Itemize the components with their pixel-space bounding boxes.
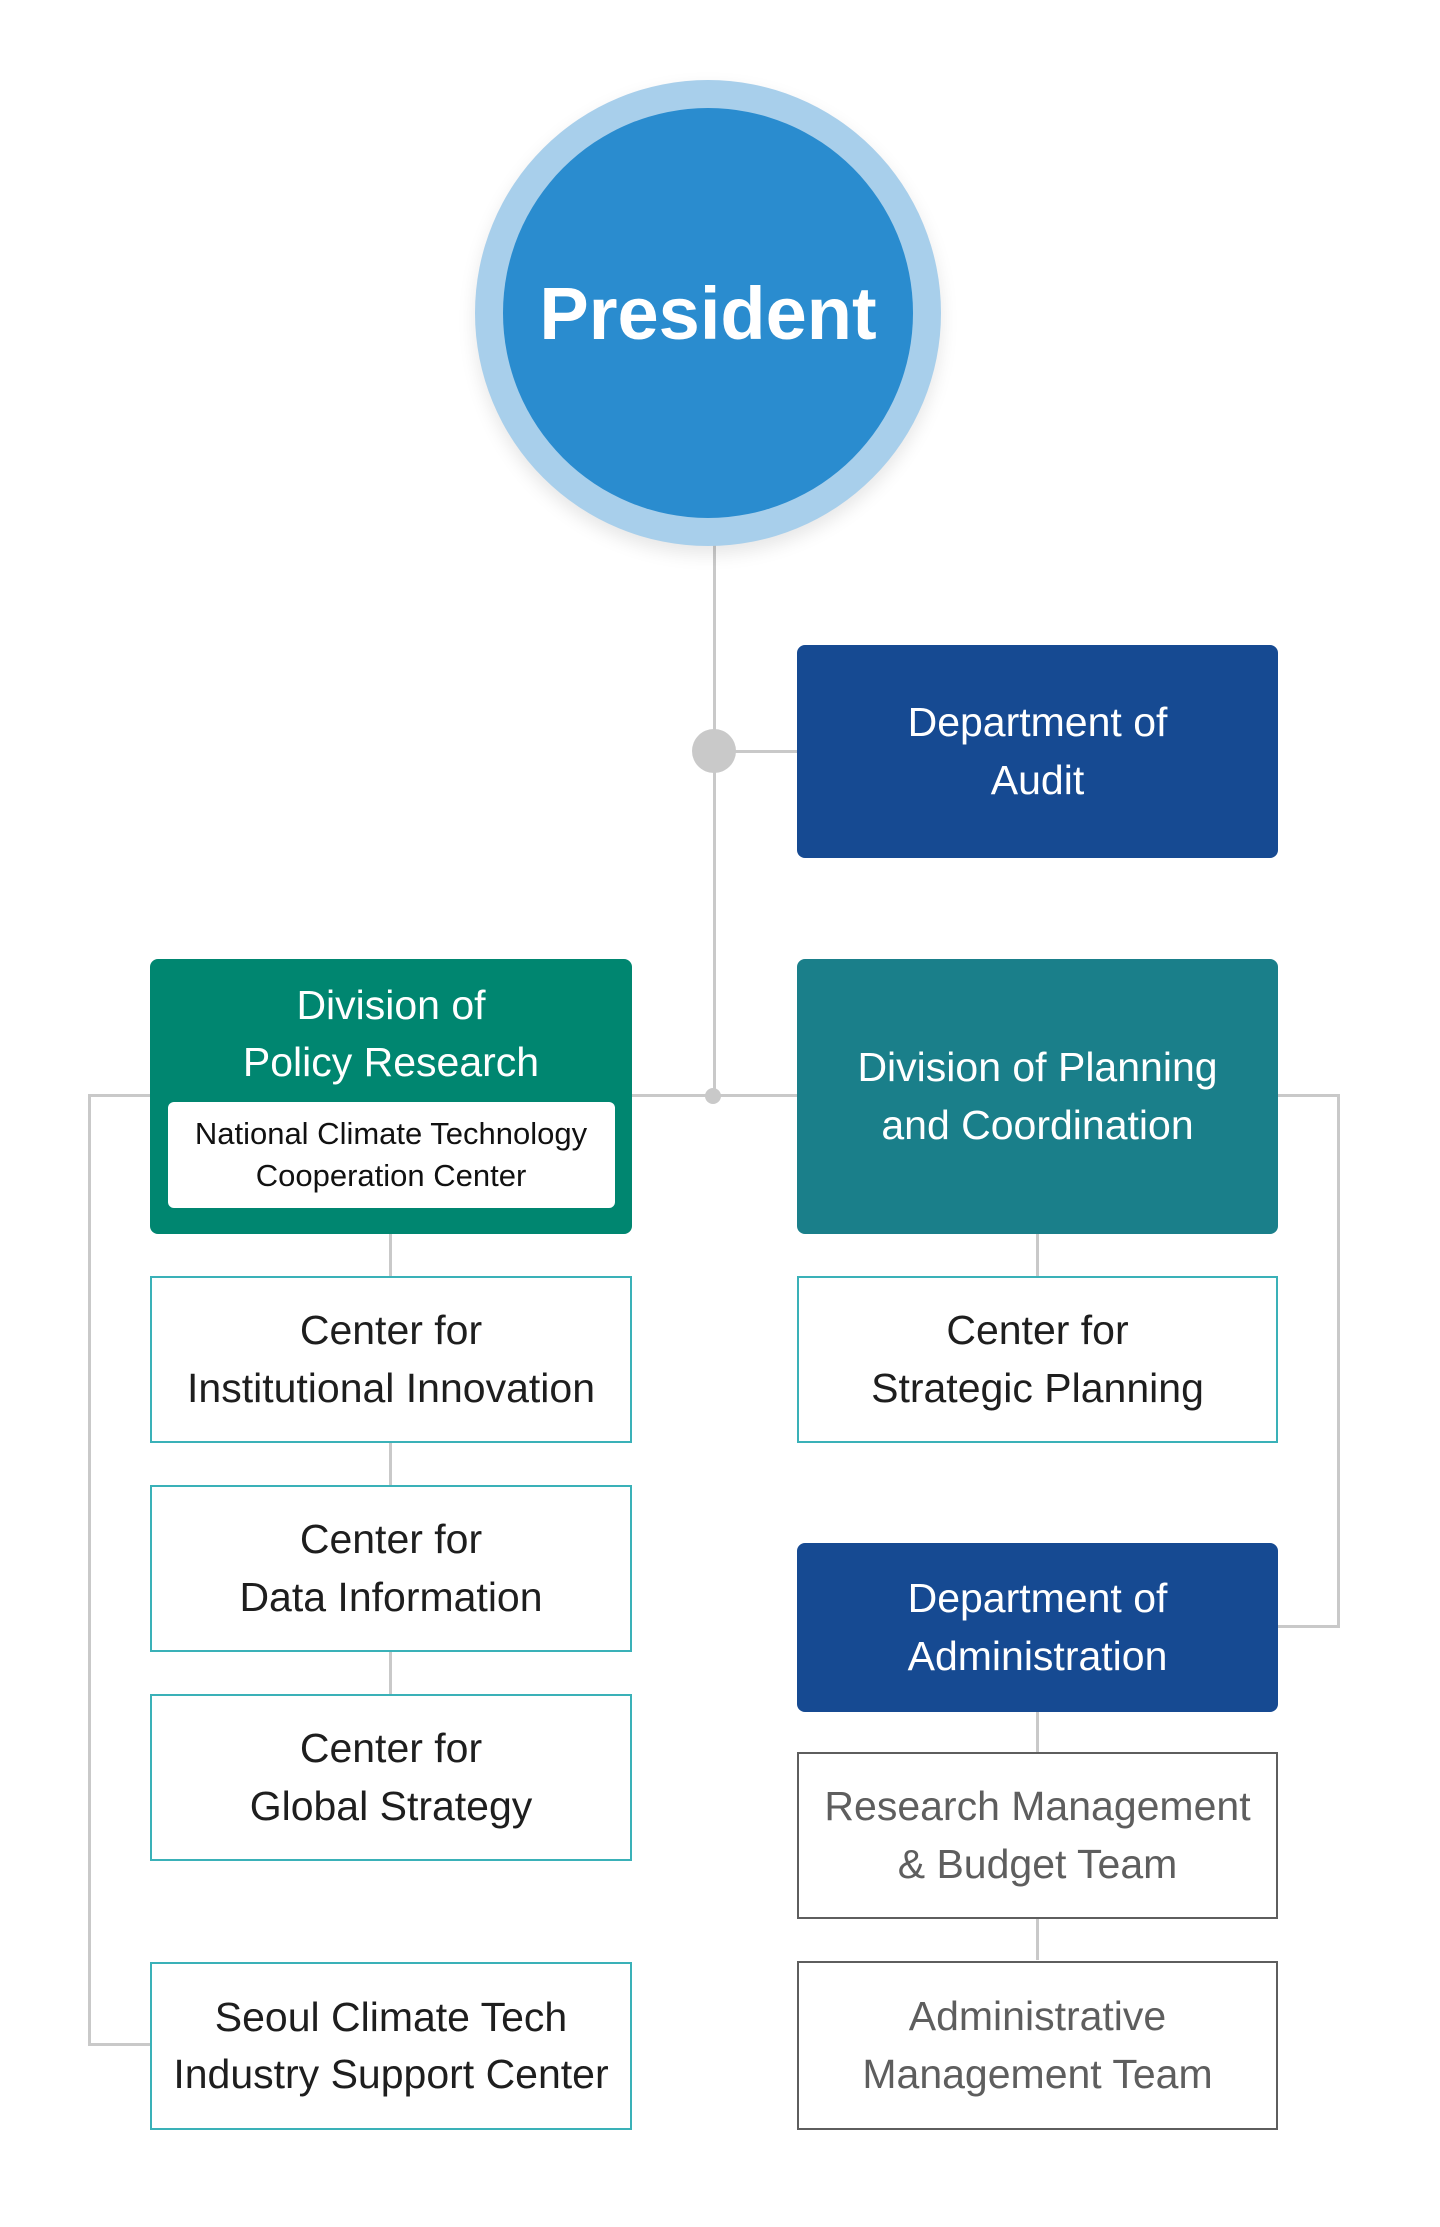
president-circle: President bbox=[503, 108, 913, 518]
president-trunk-line bbox=[713, 535, 716, 1098]
policy-research-line1: Division of bbox=[296, 982, 486, 1028]
seoul-line1: Seoul Climate Tech bbox=[214, 1993, 568, 2040]
research-to-admin-mgmt-line bbox=[1036, 1916, 1039, 1960]
admin-mgmt-line1: Administrative bbox=[908, 1993, 1167, 2040]
division-of-policy-research[interactable]: Division of Policy Research National Cli… bbox=[150, 959, 632, 1234]
center-for-strategic-planning[interactable]: Center for Strategic Planning bbox=[797, 1276, 1278, 1443]
center-for-global-strategy[interactable]: Center for Global Strategy bbox=[150, 1694, 632, 1861]
planning-to-strategic-line bbox=[1036, 1233, 1039, 1278]
department-of-audit[interactable]: Department of Audit bbox=[797, 645, 1278, 858]
strategic-planning-line2: Strategic Planning bbox=[871, 1364, 1204, 1411]
junction-dot-audit bbox=[692, 729, 736, 773]
institutional-line1: Center for bbox=[299, 1307, 483, 1354]
data-info-line1: Center for bbox=[299, 1516, 483, 1563]
institutional-to-data-line bbox=[389, 1441, 392, 1486]
data-info-line2: Data Information bbox=[239, 1573, 543, 1620]
president-node[interactable]: President bbox=[475, 80, 941, 546]
audit-branch-line bbox=[714, 750, 798, 753]
center-for-institutional-innovation[interactable]: Center for Institutional Innovation bbox=[150, 1276, 632, 1443]
seoul-line2: Industry Support Center bbox=[173, 2051, 609, 2097]
research-mgmt-line1: Research Management bbox=[824, 1783, 1251, 1830]
division-of-planning-and-coordination[interactable]: Division of Planning and Coordination bbox=[797, 959, 1278, 1234]
department-of-administration[interactable]: Department of Administration bbox=[797, 1543, 1278, 1712]
nctcc-line2: Cooperation Center bbox=[255, 1157, 527, 1193]
global-strategy-line2: Global Strategy bbox=[249, 1782, 533, 1829]
junction-dot-divisions bbox=[705, 1088, 721, 1104]
president-label: President bbox=[539, 271, 877, 355]
data-to-global-line bbox=[389, 1650, 392, 1695]
administration-to-research-line bbox=[1036, 1710, 1039, 1753]
strategic-planning-line1: Center for bbox=[946, 1307, 1129, 1354]
center-for-data-information[interactable]: Center for Data Information bbox=[150, 1485, 632, 1652]
administration-line1: Department of bbox=[907, 1575, 1168, 1622]
research-mgmt-line2: & Budget Team bbox=[897, 1840, 1178, 1887]
seoul-climate-tech-industry-support-center[interactable]: Seoul Climate Tech Industry Support Cent… bbox=[150, 1962, 632, 2130]
audit-line2: Audit bbox=[990, 756, 1085, 803]
policy-to-institutional-line bbox=[389, 1233, 392, 1278]
planning-line1: Division of Planning bbox=[857, 1044, 1218, 1091]
research-management-budget-team[interactable]: Research Management & Budget Team bbox=[797, 1752, 1278, 1919]
right-vertical-line bbox=[1337, 1094, 1340, 1628]
administrative-management-team[interactable]: Administrative Management Team bbox=[797, 1961, 1278, 2130]
seoul-branch-line bbox=[88, 2043, 150, 2046]
administration-line2: Administration bbox=[907, 1632, 1168, 1679]
policy-research-line2: Policy Research bbox=[242, 1039, 540, 1086]
administration-branch-line bbox=[1277, 1625, 1340, 1628]
institutional-line2: Institutional Innovation bbox=[187, 1364, 595, 1411]
left-vertical-line bbox=[88, 1094, 91, 2046]
nctcc-line1: National Climate Technology bbox=[194, 1115, 588, 1151]
national-climate-technology-cooperation-center[interactable]: National Climate Technology Cooperation … bbox=[167, 1101, 615, 1208]
admin-mgmt-line2: Management Team bbox=[862, 2050, 1213, 2097]
global-strategy-line1: Center for bbox=[299, 1725, 483, 1772]
audit-line1: Department of bbox=[907, 699, 1168, 746]
planning-line2: and Coordination bbox=[881, 1101, 1194, 1148]
